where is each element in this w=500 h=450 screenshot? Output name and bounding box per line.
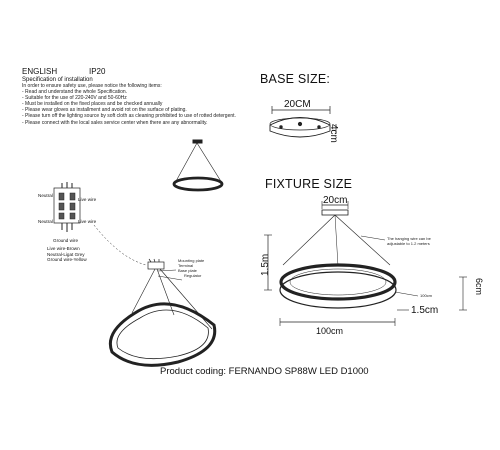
base-size-title: BASE SIZE:	[260, 72, 331, 86]
spec-list: In order to ensure safety use, please no…	[22, 83, 236, 126]
neutral-label-top: Neutral	[38, 193, 53, 198]
cable-length-label: 1.5m	[260, 253, 271, 276]
product-coding: Product coding: FERNANDO SP88W LED D1000	[160, 366, 369, 377]
legend-line: Ground wire-Yellow	[47, 257, 87, 263]
live-wire-label-top: Live wire	[78, 197, 97, 202]
spec-line: In order to ensure safety use, please no…	[22, 83, 162, 89]
spec-line: - Please turn off the lighting source by…	[22, 113, 236, 120]
legend-line: Neutral-Ligat Grey	[47, 251, 85, 257]
spec-line: - Must be installed on the fixed places …	[22, 101, 163, 108]
spec-line: - Please connect with the local sales se…	[22, 119, 208, 126]
mounting-plate-label: Mounting plate	[178, 258, 205, 263]
base-plate-label: Base plate	[178, 268, 197, 273]
hanging-wire-note: The hanging wire can be adjustable to 1.…	[387, 236, 431, 246]
legend-line: Live wire-Brown	[47, 246, 80, 251]
live-wire-label-bottom: Live wire	[78, 219, 97, 224]
ring-height-label: 6cm	[474, 278, 484, 296]
pendant-sketch	[172, 139, 224, 192]
neutral-label-bottom: Neutral	[38, 219, 53, 224]
fixture-drawing	[264, 201, 467, 326]
base-plate-drawing	[269, 106, 337, 138]
ground-wire-label: Ground wire	[53, 238, 79, 243]
spec-line: - Suitable for the use of 220-240V and 5…	[22, 95, 127, 102]
ring-width-label: 1.5cm	[411, 305, 439, 316]
diameter-label: 100cm	[316, 326, 344, 336]
base-height-label: 4cm	[328, 124, 339, 143]
canopy-width-label: 20cm	[323, 195, 348, 206]
wire-color-legend: Live wire-Brown Neutral-Ligat Grey Groun…	[47, 246, 87, 263]
spec-line: - Please wear gloves as installment and …	[22, 107, 187, 114]
regulator-label: Regulator	[184, 273, 202, 278]
spec-line: - Read and understand the whole Specific…	[22, 89, 128, 96]
inner-dim-label: 100cm	[420, 293, 433, 298]
wiring-diagram	[53, 182, 147, 266]
fixture-size-title: FIXTURE SIZE	[265, 177, 353, 191]
ip-rating-label: IP20	[89, 67, 106, 76]
spec-title: Specification of installation	[22, 77, 93, 83]
base-width-label: 20CM	[284, 99, 311, 110]
pendant-perspective	[108, 258, 217, 367]
terminal-label: Terminal	[178, 263, 194, 268]
language-label: ENGLISH	[22, 67, 58, 76]
